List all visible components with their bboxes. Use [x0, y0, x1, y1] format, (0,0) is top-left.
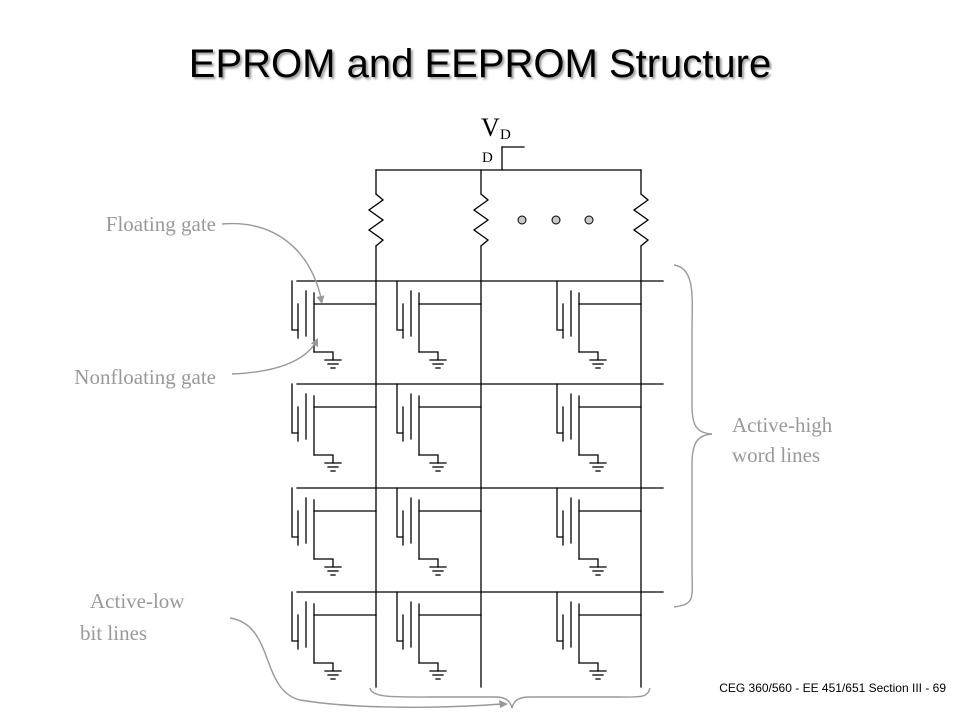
memory-cell-r4-c1	[291, 591, 377, 680]
memory-cell-r3-c2	[396, 487, 482, 576]
source-connection	[578, 558, 599, 568]
active-low-label-line-1: Active-low	[90, 589, 185, 613]
word-lines-brace	[673, 264, 713, 608]
word-line-drop	[556, 487, 564, 538]
arrow-head	[316, 295, 325, 304]
memory-cell-r2-c3	[556, 383, 642, 472]
floating-gate-label: Floating gate	[105, 212, 216, 236]
memory-cell-r2-c2	[396, 383, 482, 472]
source-connection	[418, 558, 439, 568]
continuation-dot-1	[517, 215, 527, 225]
source-connection	[313, 558, 334, 568]
word-line-drop	[291, 591, 299, 642]
circuit-wires	[291, 146, 664, 688]
source-connection	[418, 454, 439, 464]
nonfloating-gate-label: Nonfloating gate	[74, 365, 216, 389]
floating-gate-arrow	[221, 222, 325, 304]
memory-cell-r2-c1	[291, 383, 377, 472]
word-line-drop	[556, 591, 564, 642]
slide-footer: CEG 360/560 - EE 451/651 Section III - 6…	[719, 681, 946, 695]
slide-title: EPROM and EEPROM Structure	[188, 42, 772, 86]
word-line-drop	[396, 280, 404, 331]
arrow-head	[499, 700, 508, 708]
arrow-curve	[221, 222, 323, 303]
word-line-drop	[396, 591, 404, 642]
memory-cell-r1-c1	[291, 280, 377, 369]
source-connection	[578, 454, 599, 464]
word-line-drop	[291, 487, 299, 538]
vdd-subscript-1: D	[500, 127, 511, 143]
annotation-arrows	[221, 222, 713, 709]
source-connection	[578, 351, 599, 361]
source-connection	[313, 351, 334, 361]
active-low-arrow	[229, 617, 508, 708]
memory-cell-r4-c3	[556, 591, 642, 680]
nonfloating-gate-arrow	[231, 338, 318, 375]
word-line-drop	[291, 383, 299, 434]
memory-cell-r1-c2	[396, 280, 482, 369]
vdd-main-letter: V	[481, 113, 500, 142]
arrow-curve	[229, 617, 503, 708]
resistor-2	[472, 193, 490, 247]
vdd-subscript-2: D	[482, 150, 493, 166]
word-line-drop	[396, 487, 404, 538]
bit-lines-brace	[369, 687, 651, 709]
word-line-drop	[556, 383, 564, 434]
source-connection	[578, 662, 599, 672]
memory-cell-r4-c2	[396, 591, 482, 680]
active-low-label-line-2: bit lines	[80, 621, 148, 645]
memory-cell-r3-c1	[291, 487, 377, 576]
source-connection	[313, 662, 334, 672]
source-connection	[418, 351, 439, 361]
word-line-drop	[556, 280, 564, 331]
arrow-curve	[231, 341, 317, 375]
resistor-3	[632, 193, 650, 247]
source-connection	[418, 662, 439, 672]
memory-cell-r1-c3	[556, 280, 642, 369]
memory-cell-r3-c3	[556, 487, 642, 576]
continuation-dot-3	[584, 215, 594, 225]
word-line-drop	[396, 383, 404, 434]
active-high-label-line-2: word lines	[732, 443, 821, 467]
resistor-1	[367, 193, 385, 247]
source-connection	[313, 454, 334, 464]
arrow-head	[310, 338, 318, 347]
word-line-drop	[291, 280, 299, 331]
active-high-label-line-1: Active-high	[732, 413, 833, 437]
continuation-dot-2	[551, 215, 561, 225]
